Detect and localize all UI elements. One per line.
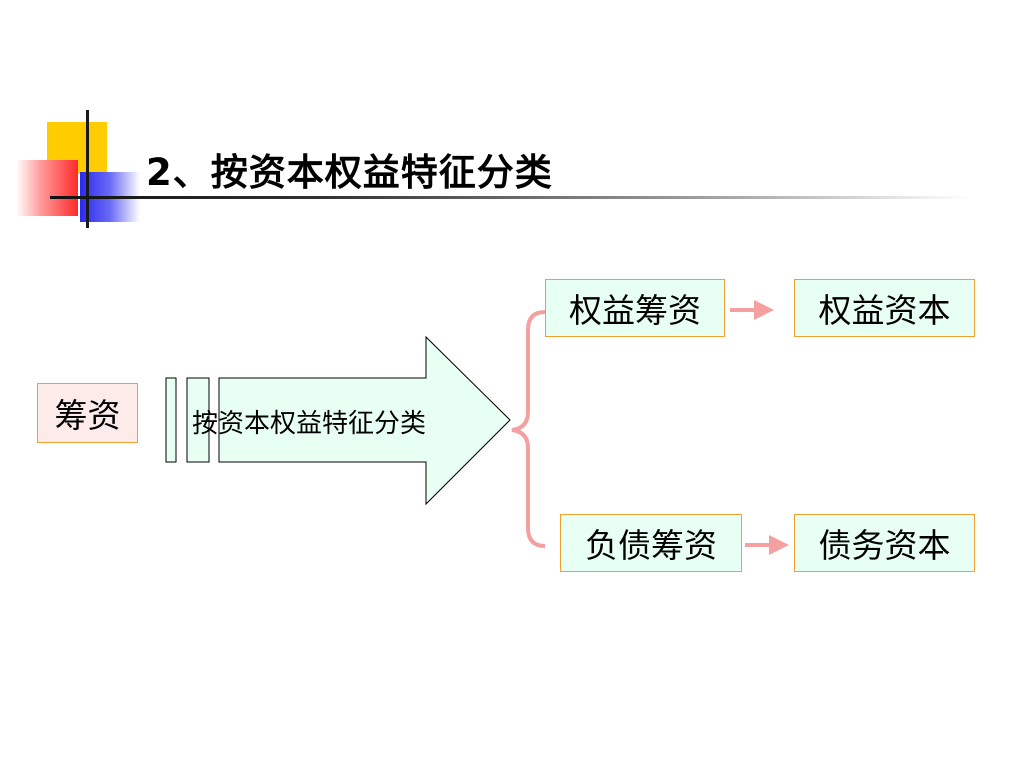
slide-title: 2、按资本权益特征分类: [146, 144, 553, 200]
title-ornament-vertical-line: [86, 110, 89, 228]
node-debt-financing: 负债筹资: [560, 514, 742, 572]
arrow-tail-stripe-2: [186, 377, 210, 463]
node-financing: 筹资: [37, 383, 138, 443]
branch-brace: [511, 310, 546, 548]
title-ornament-red-square: [16, 160, 78, 216]
slide-title-number: 2: [146, 151, 173, 194]
classification-arrow: [218, 335, 511, 506]
node-equity-capital: 权益资本: [794, 279, 975, 337]
arrow-label: 按资本权益特征分类: [192, 409, 427, 439]
slide-title-text: 、按资本权益特征分类: [172, 150, 553, 194]
arrow-tail-stripe-1: [165, 377, 177, 463]
node-equity-financing: 权益筹资: [545, 279, 725, 337]
title-underline: [50, 196, 970, 199]
node-debt-capital: 债务资本: [794, 514, 975, 572]
